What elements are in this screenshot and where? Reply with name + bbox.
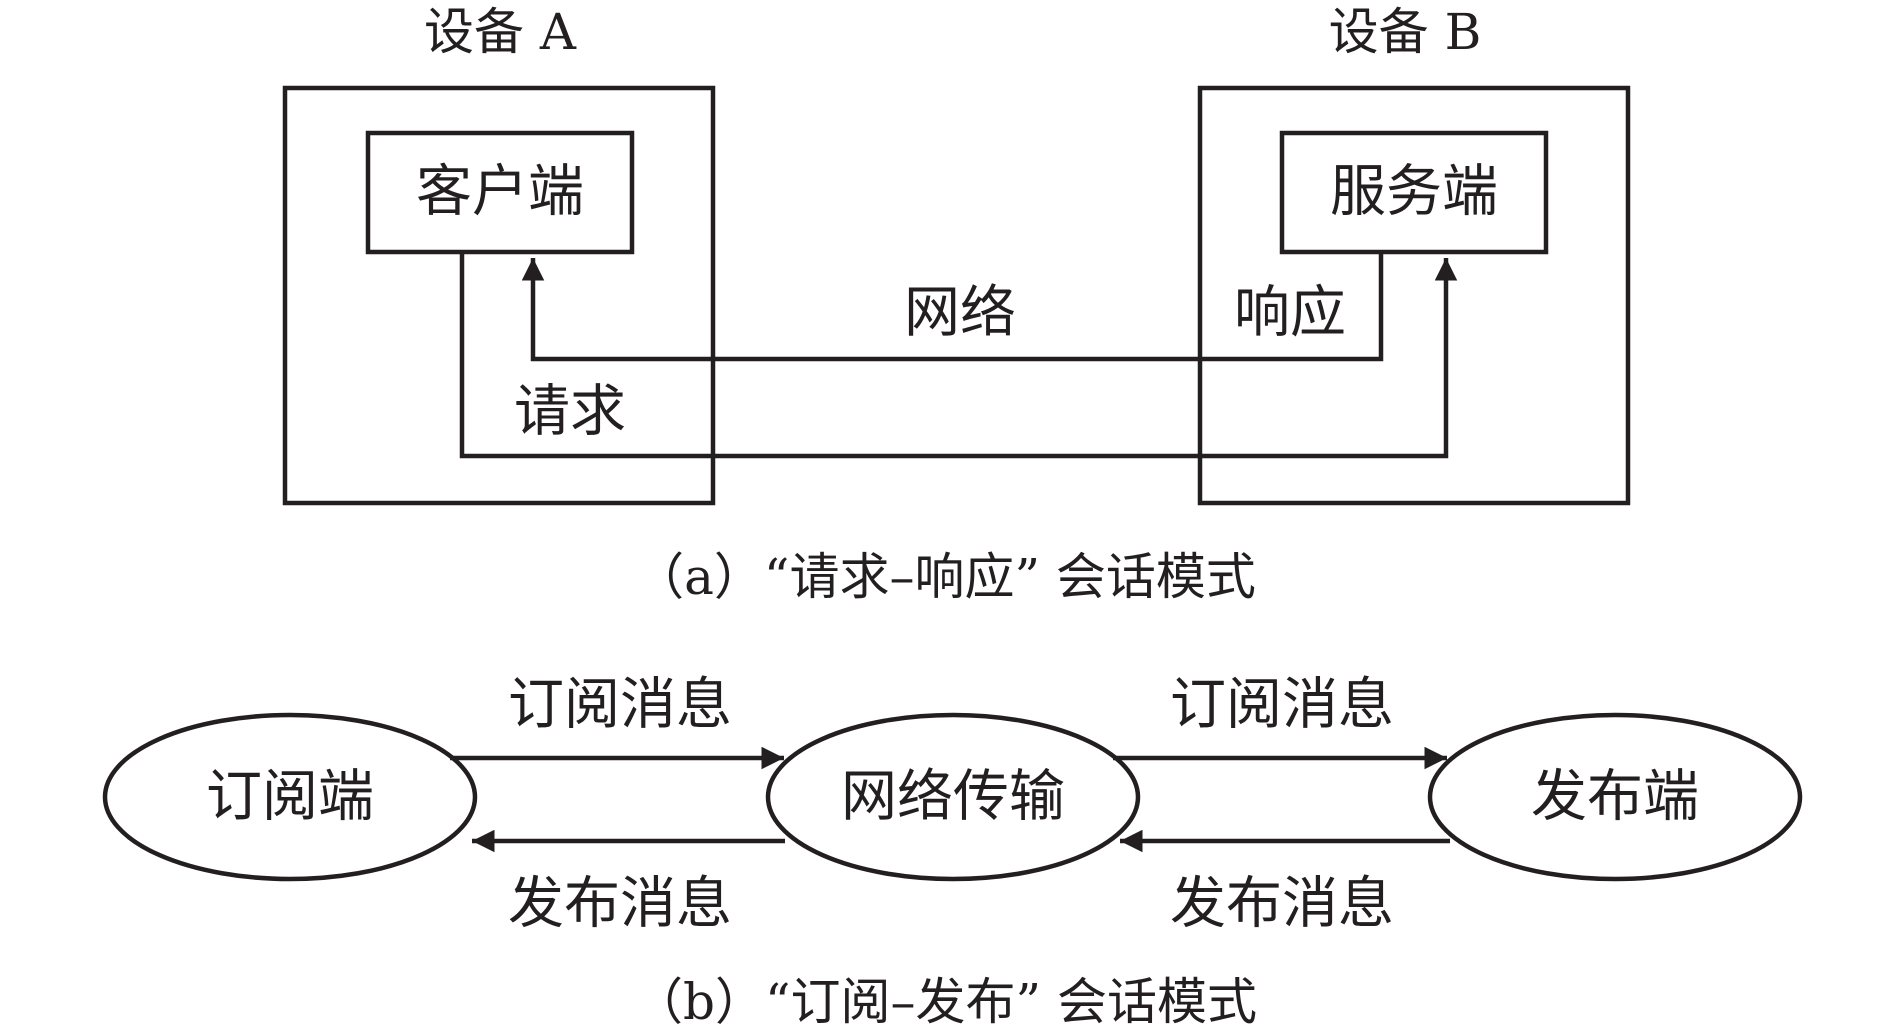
subscribe-publish-panel: 订阅端 网络传输 发布端 订阅消息 订阅消息 发布消息 发布消息 （b）“订阅–… [102, 673, 1803, 1031]
device-a-box [282, 85, 716, 506]
request-label: 请求 [514, 380, 626, 445]
caption-b: （b）“订阅–发布” 会话模式 [633, 973, 1257, 1031]
subscribe-msg-left-label: 订阅消息 [508, 673, 732, 738]
server-label: 服务端 [1330, 160, 1498, 225]
request-arrow [459, 252, 1458, 459]
publish-msg-left-label: 发布消息 [508, 872, 732, 937]
request-response-panel: 设备 A 设备 B 客户端 服务端 网络 响应 请求 （a）“请求–响应” 会话… [282, 3, 1631, 606]
device-b-label: 设备 B [1329, 3, 1482, 61]
publisher-label: 发布端 [1531, 765, 1699, 830]
device-b-box [1197, 85, 1631, 506]
response-label: 响应 [1234, 281, 1346, 346]
subscriber-node [102, 712, 478, 882]
publish-msg-right-label: 发布消息 [1170, 872, 1394, 937]
caption-a: （a）“请求–响应” 会话模式 [634, 548, 1256, 606]
publisher-node [1427, 712, 1803, 882]
client-label: 客户端 [416, 160, 584, 225]
subscribe-msg-right-label: 订阅消息 [1170, 673, 1394, 738]
client-box [365, 130, 635, 255]
subscriber-label: 订阅端 [206, 765, 374, 830]
server-box [1279, 130, 1549, 255]
response-arrow [521, 252, 1384, 362]
network-label: 网络 [904, 281, 1016, 346]
network-transfer-label: 网络传输 [841, 765, 1065, 830]
device-a-label: 设备 A [424, 3, 577, 61]
network-transfer-node [765, 712, 1141, 882]
